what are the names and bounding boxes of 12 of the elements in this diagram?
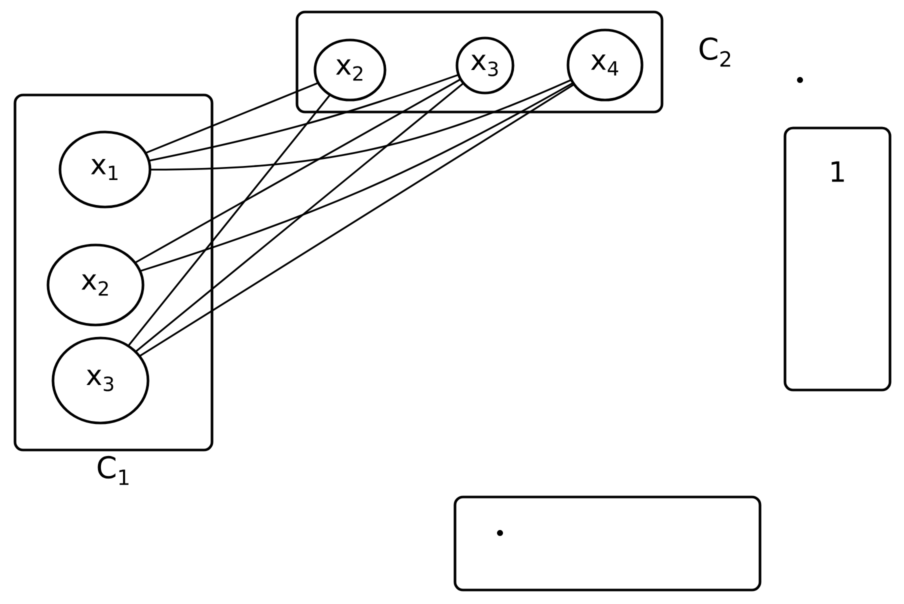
sketch-box: 1 bbox=[784, 126, 892, 392]
connector-line bbox=[136, 83, 464, 352]
connector-line bbox=[149, 74, 458, 162]
node-label: C$_{1}$ bbox=[98, 456, 128, 485]
connector-line bbox=[140, 82, 573, 272]
connector-line bbox=[146, 82, 318, 154]
connector-line bbox=[128, 94, 330, 346]
sketch-box bbox=[454, 496, 762, 592]
connector-line bbox=[135, 78, 460, 263]
connector-line bbox=[150, 79, 572, 171]
node-label: C$_{2}$ bbox=[700, 37, 730, 67]
connector-line bbox=[140, 84, 574, 356]
